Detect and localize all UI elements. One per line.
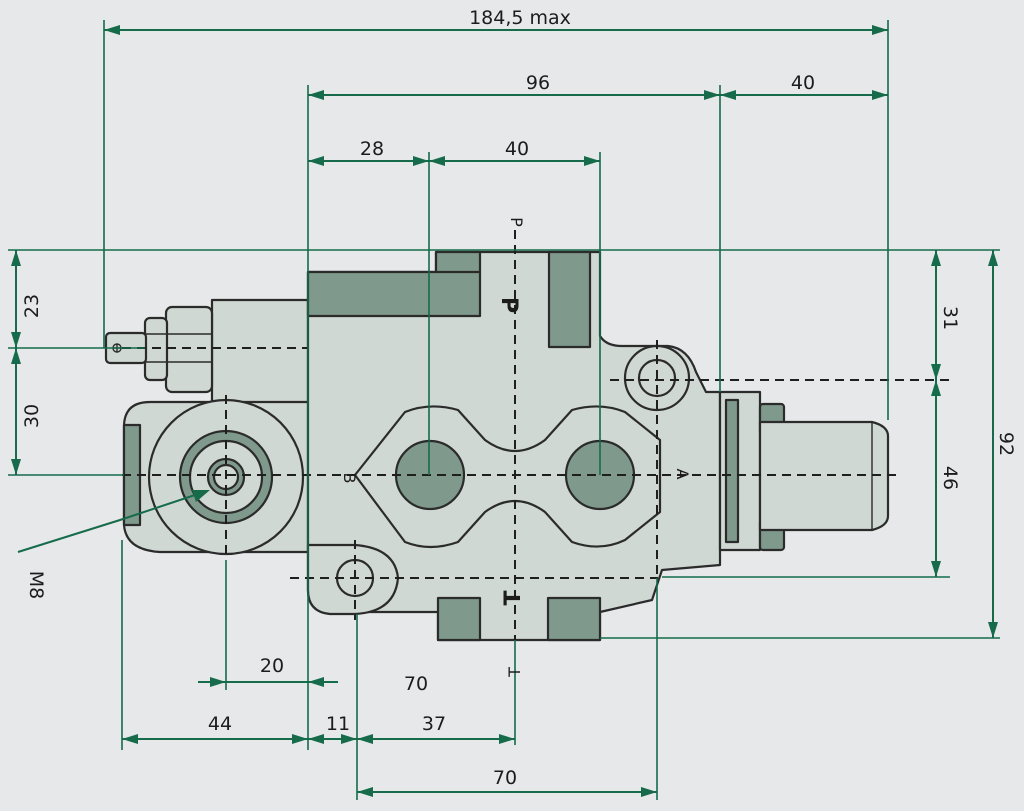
dim-span-37: 37	[422, 713, 446, 735]
dimline-offset-20-right-arrowhead	[308, 677, 324, 687]
dim-m8-thread: M8	[25, 571, 47, 599]
hex-nut-large	[164, 305, 214, 394]
dim-right-center: 46	[939, 466, 961, 490]
dimline-p-offset-arrowhead	[413, 156, 429, 166]
dimline-bottom-70-arrowhead	[357, 787, 373, 797]
dim-overall-width: 184,5 max	[469, 7, 571, 29]
dimline-top-to-bolt-arrowhead	[11, 250, 21, 266]
dimline-span-11-arrowhead	[341, 734, 357, 744]
dimline-right-top-arrowhead	[931, 250, 941, 266]
p-port-cap	[547, 250, 592, 349]
dim-p-to-a: 40	[505, 138, 529, 160]
dim-span-11: 11	[326, 713, 350, 735]
dim-bottom-70: 70	[493, 767, 517, 789]
dim-offset-20: 20	[260, 655, 284, 677]
dimline-total-height-arrowhead	[988, 622, 998, 638]
dimline-offset-20-left-arrowhead	[210, 677, 226, 687]
dimline-top-to-bolt-arrowhead	[11, 332, 21, 348]
dim-total-height: 92	[995, 432, 1017, 456]
spool-shaft	[758, 420, 890, 532]
port-labels: P P A B T T	[340, 217, 692, 678]
dim-label-70: 70	[404, 673, 428, 695]
dimension-labels: 184,5 max 96 40 28 40 20 70 44 11 37 70 …	[21, 7, 1017, 789]
dimline-rear-length-arrowhead	[872, 90, 888, 100]
t-port-flange-right	[546, 596, 602, 642]
dim-ports-span: 96	[526, 72, 550, 94]
dimline-p-offset-arrowhead	[308, 156, 324, 166]
port-p-inner-label: P	[496, 297, 521, 313]
dimline-ports-span-arrowhead	[308, 90, 324, 100]
dim-p-offset: 28	[360, 138, 384, 160]
p-port-flange	[306, 250, 482, 318]
port-b-label: B	[340, 473, 359, 484]
dimline-span-37-arrowhead	[499, 734, 515, 744]
dimline-overall-width-arrowhead	[104, 25, 120, 35]
dimline-right-center-arrowhead	[931, 561, 941, 577]
dimline-span-11-arrowhead	[308, 734, 324, 744]
dimline-rear-length-arrowhead	[720, 90, 736, 100]
dim-bolt-to-center: 30	[21, 404, 43, 428]
dimline-span-44-arrowhead	[122, 734, 138, 744]
center-lines	[122, 230, 950, 640]
port-p-outer-label: P	[507, 217, 526, 227]
dim-top-to-bolt: 23	[21, 294, 43, 318]
dimline-ports-span-arrowhead	[704, 90, 720, 100]
extension-lines	[8, 20, 1000, 800]
dim-right-top: 31	[939, 306, 961, 330]
dimline-span-44-arrowhead	[292, 734, 308, 744]
dimline-bolt-to-center-arrowhead	[11, 459, 21, 475]
dimline-p-to-a-arrowhead	[584, 156, 600, 166]
spool-window	[353, 405, 662, 549]
dimline-right-center-arrowhead	[931, 380, 941, 396]
dimline-span-37-arrowhead	[357, 734, 373, 744]
dimline-total-height-arrowhead	[988, 250, 998, 266]
t-port-flange-left	[436, 596, 482, 642]
m8-leader	[17, 490, 210, 553]
dimline-p-to-a-arrowhead	[429, 156, 445, 166]
dimline-bottom-70-arrowhead	[641, 787, 657, 797]
dimension-lines	[11, 25, 998, 797]
port-a-label: A	[673, 469, 692, 480]
port-t-outer-label: T	[505, 667, 524, 678]
dim-rear-length: 40	[791, 72, 815, 94]
port-t-inner-label: T	[501, 590, 526, 605]
dimline-bolt-to-center-arrowhead	[11, 348, 21, 364]
dimline-overall-width-arrowhead	[872, 25, 888, 35]
dim-span-44: 44	[208, 713, 232, 735]
dimline-right-top-arrowhead	[931, 364, 941, 380]
